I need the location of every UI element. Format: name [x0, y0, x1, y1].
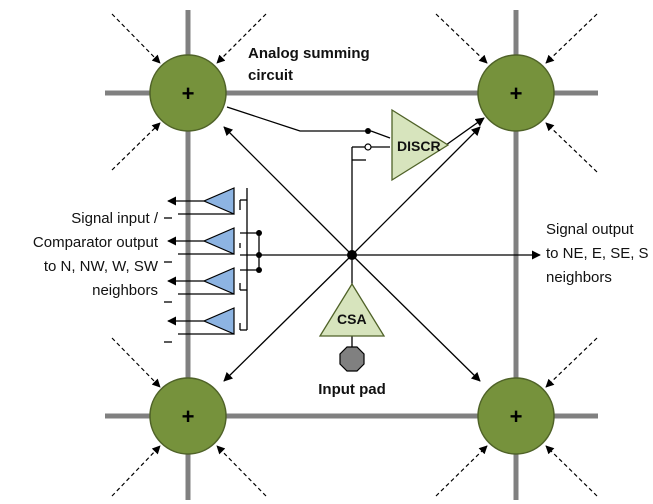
left-label-line2: Comparator output	[33, 234, 159, 251]
discr-block: DISCR	[391, 108, 450, 182]
summing-node-top-right: +	[477, 54, 555, 132]
summing-label-line2: circuit	[248, 67, 293, 84]
plus-sign: +	[182, 81, 195, 106]
buffer-amp-2	[167, 227, 235, 255]
discr-label: DISCR	[397, 138, 441, 154]
left-dash-markers	[164, 217, 172, 343]
right-label-line1: Signal output	[546, 221, 634, 238]
csa-triangle	[318, 282, 386, 337]
csa-block: CSA	[318, 282, 386, 337]
left-label-line1: Signal input /	[71, 210, 159, 227]
right-label-line2: to NE, E, SE, S	[546, 245, 649, 262]
summing-nodes: + + + +	[149, 54, 555, 455]
left-label-line4: neighbors	[92, 282, 158, 299]
buffer-amp-1	[167, 187, 235, 215]
right-label-line3: neighbors	[546, 269, 612, 286]
switch-contacts	[351, 128, 372, 160]
summing-node-bottom-left: +	[149, 377, 227, 455]
summing-node-bottom-right: +	[477, 377, 555, 455]
left-bus	[239, 188, 260, 331]
plus-sign: +	[182, 404, 195, 429]
buffer-amp-4	[167, 307, 235, 335]
center-wires	[223, 106, 541, 382]
summing-node-top-left: +	[149, 54, 227, 132]
plus-sign: +	[510, 404, 523, 429]
summing-label-line1: Analog summing	[248, 45, 370, 62]
csa-label: CSA	[337, 311, 367, 327]
input-pad-octagon	[339, 346, 365, 372]
left-label-line3: to N, NW, W, SW	[44, 258, 159, 275]
buffer-amplifiers	[167, 187, 235, 335]
left-junction-dots	[256, 230, 262, 273]
plus-sign: +	[510, 81, 523, 106]
buffer-amp-3	[167, 267, 235, 295]
center-junction	[347, 250, 357, 260]
neighbor-dashed-arrows	[111, 13, 598, 497]
input-pad-label: Input pad	[318, 381, 386, 398]
discr-triangle	[391, 108, 450, 182]
